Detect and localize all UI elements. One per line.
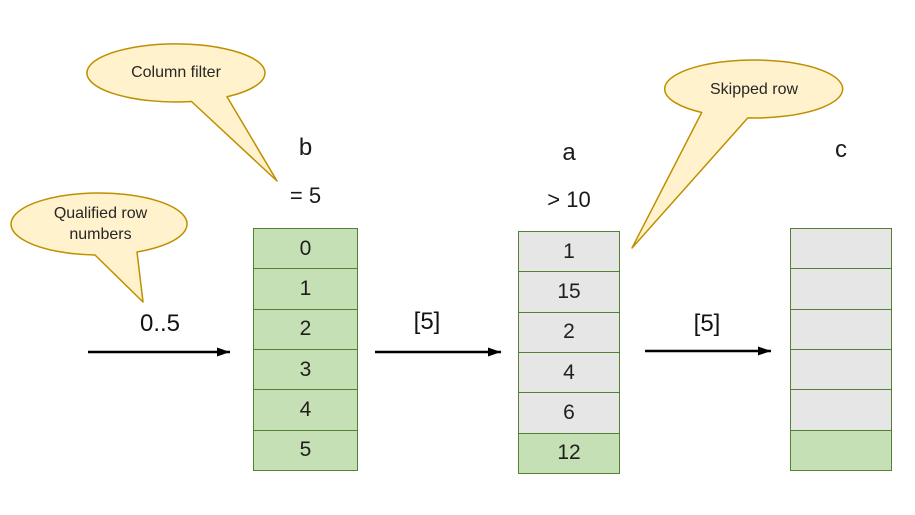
- column-c-cell: [791, 390, 891, 431]
- column-a-cell: 6: [519, 393, 619, 434]
- column-b-cell: 2: [254, 309, 357, 350]
- column-a-cell: 2: [519, 312, 619, 353]
- column-c-header: c: [835, 136, 847, 163]
- column-c-cell: [791, 430, 891, 470]
- column-c-cell: [791, 349, 891, 391]
- skipped-row-callout-label: Skipped row: [709, 81, 799, 98]
- qualified-rows-callout-shape: [10, 192, 188, 303]
- column-a-cell: 12: [519, 433, 619, 473]
- column-a-cell: 15: [519, 272, 619, 313]
- column-filter-callout-shape: [86, 43, 278, 182]
- column-a-filter: > 10: [547, 187, 591, 212]
- column-b-filter: = 5: [289, 183, 322, 208]
- column-a-cell: 4: [519, 352, 619, 394]
- column-b-cell: 5: [254, 430, 357, 470]
- arrow-b-to-a-label: [5]: [413, 308, 441, 335]
- column-c-cell: [791, 229, 891, 270]
- arrow-a-to-c-label: [5]: [693, 310, 721, 337]
- column-a-table: 1 15 2 4 6 12: [518, 231, 620, 474]
- column-b-cell: 3: [254, 349, 357, 391]
- column-a-cell: 1: [519, 232, 619, 273]
- column-c-table: [790, 228, 892, 471]
- skipped-row-callout-shape: [631, 59, 844, 249]
- column-b-cell: 4: [254, 390, 357, 431]
- column-filter-callout-label: Column filter: [131, 64, 221, 81]
- column-c-cell: [791, 269, 891, 310]
- qualified-rows-callout-label: Qualified row numbers: [53, 205, 148, 243]
- column-b-cell: 1: [254, 269, 357, 310]
- column-c-cell: [791, 309, 891, 350]
- column-b-table: 0 1 2 3 4 5: [253, 228, 358, 471]
- column-b-header: b: [298, 134, 313, 161]
- arrow-row-numbers-label: 0..5: [139, 310, 181, 337]
- column-b-cell: 0: [254, 229, 357, 270]
- column-a-header: a: [562, 139, 576, 166]
